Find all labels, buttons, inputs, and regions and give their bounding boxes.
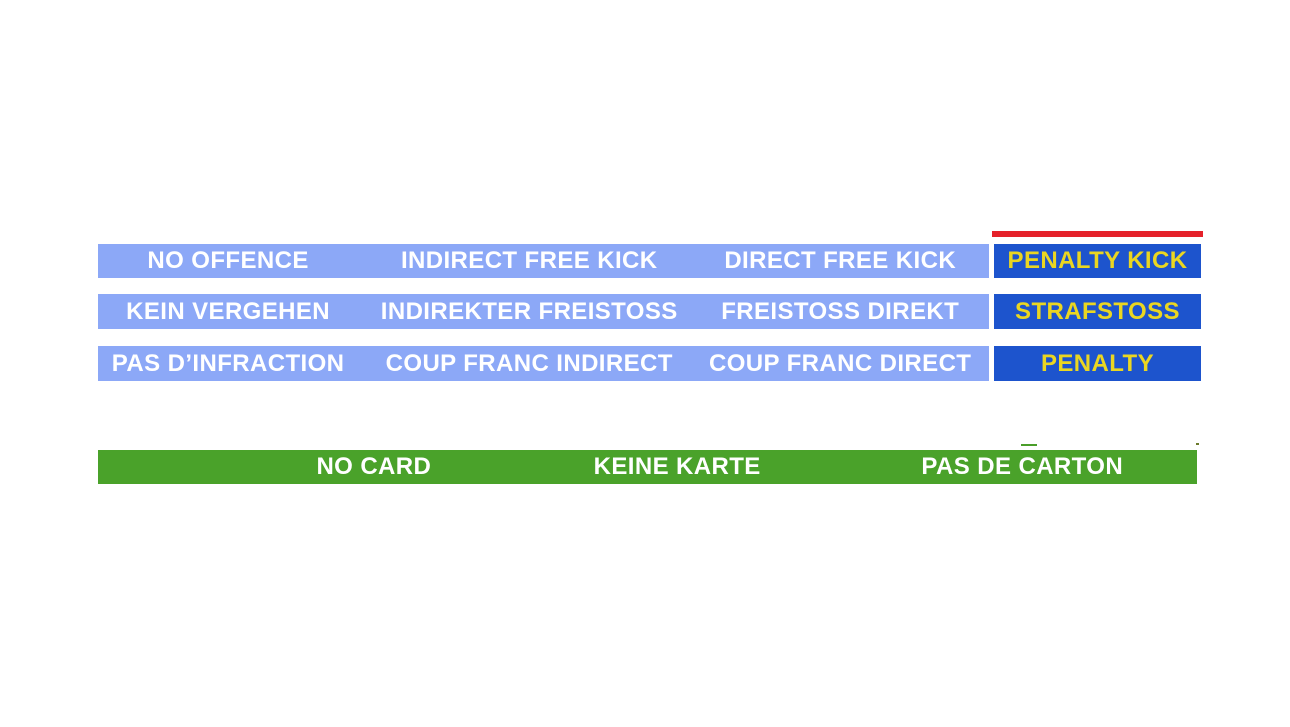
direct-free-kick-label: FREISTOSS DIREKT [721,297,960,325]
indirect-free-kick-label: INDIREKTER FREISTOSS [380,297,678,325]
penalty-kick-cell: PENALTY [994,346,1201,381]
direct-free-kick-label: COUP FRANC DIRECT [709,349,972,377]
indirect-free-kick-label: INDIRECT FREE KICK [400,247,658,274]
sanctions-row-german: KEIN VERGEHEN INDIREKTER FREISTOSS FREIS… [0,294,1290,329]
keine-karte-label: KEINE KARTE [593,453,761,480]
free-kick-scale-bar: PAS D’INFRACTION COUP FRANC INDIRECT COU… [98,346,989,381]
penalty-kick-cell: PENALTY KICK [994,244,1201,278]
direct-free-kick-label: DIRECT FREE KICK [724,247,957,274]
indirect-free-kick-label: COUP FRANC INDIRECT [385,349,673,377]
no-card-bar: NO CARD KEINE KARTE PAS DE CARTON [98,450,1197,484]
free-kick-scale-bar: KEIN VERGEHEN INDIREKTER FREISTOSS FREIS… [98,294,989,329]
penalty-kick-label: PENALTY [1040,349,1155,377]
no-offence-label: PAS D’INFRACTION [111,349,345,377]
no-offence-label: KEIN VERGEHEN [126,297,331,325]
sanctions-row-english: NO OFFENCE INDIRECT FREE KICK DIRECT FRE… [0,244,1290,278]
no-card-label: NO CARD [316,453,432,480]
pas-de-carton-label: PAS DE CARTON [921,453,1124,480]
penalty-kick-label: PENALTY KICK [1007,247,1188,274]
penalty-column-highlight-line [992,231,1203,237]
penalty-kick-label: STRAFSTOSS [1015,297,1180,325]
animation-artifact-dash [1021,444,1037,446]
free-kick-scale-bar: NO OFFENCE INDIRECT FREE KICK DIRECT FRE… [98,244,989,278]
sanctions-row-french: PAS D’INFRACTION COUP FRANC INDIRECT COU… [0,346,1290,381]
animation-artifact-dot [1196,443,1199,445]
penalty-kick-cell: STRAFSTOSS [994,294,1201,329]
no-offence-label: NO OFFENCE [147,247,309,274]
